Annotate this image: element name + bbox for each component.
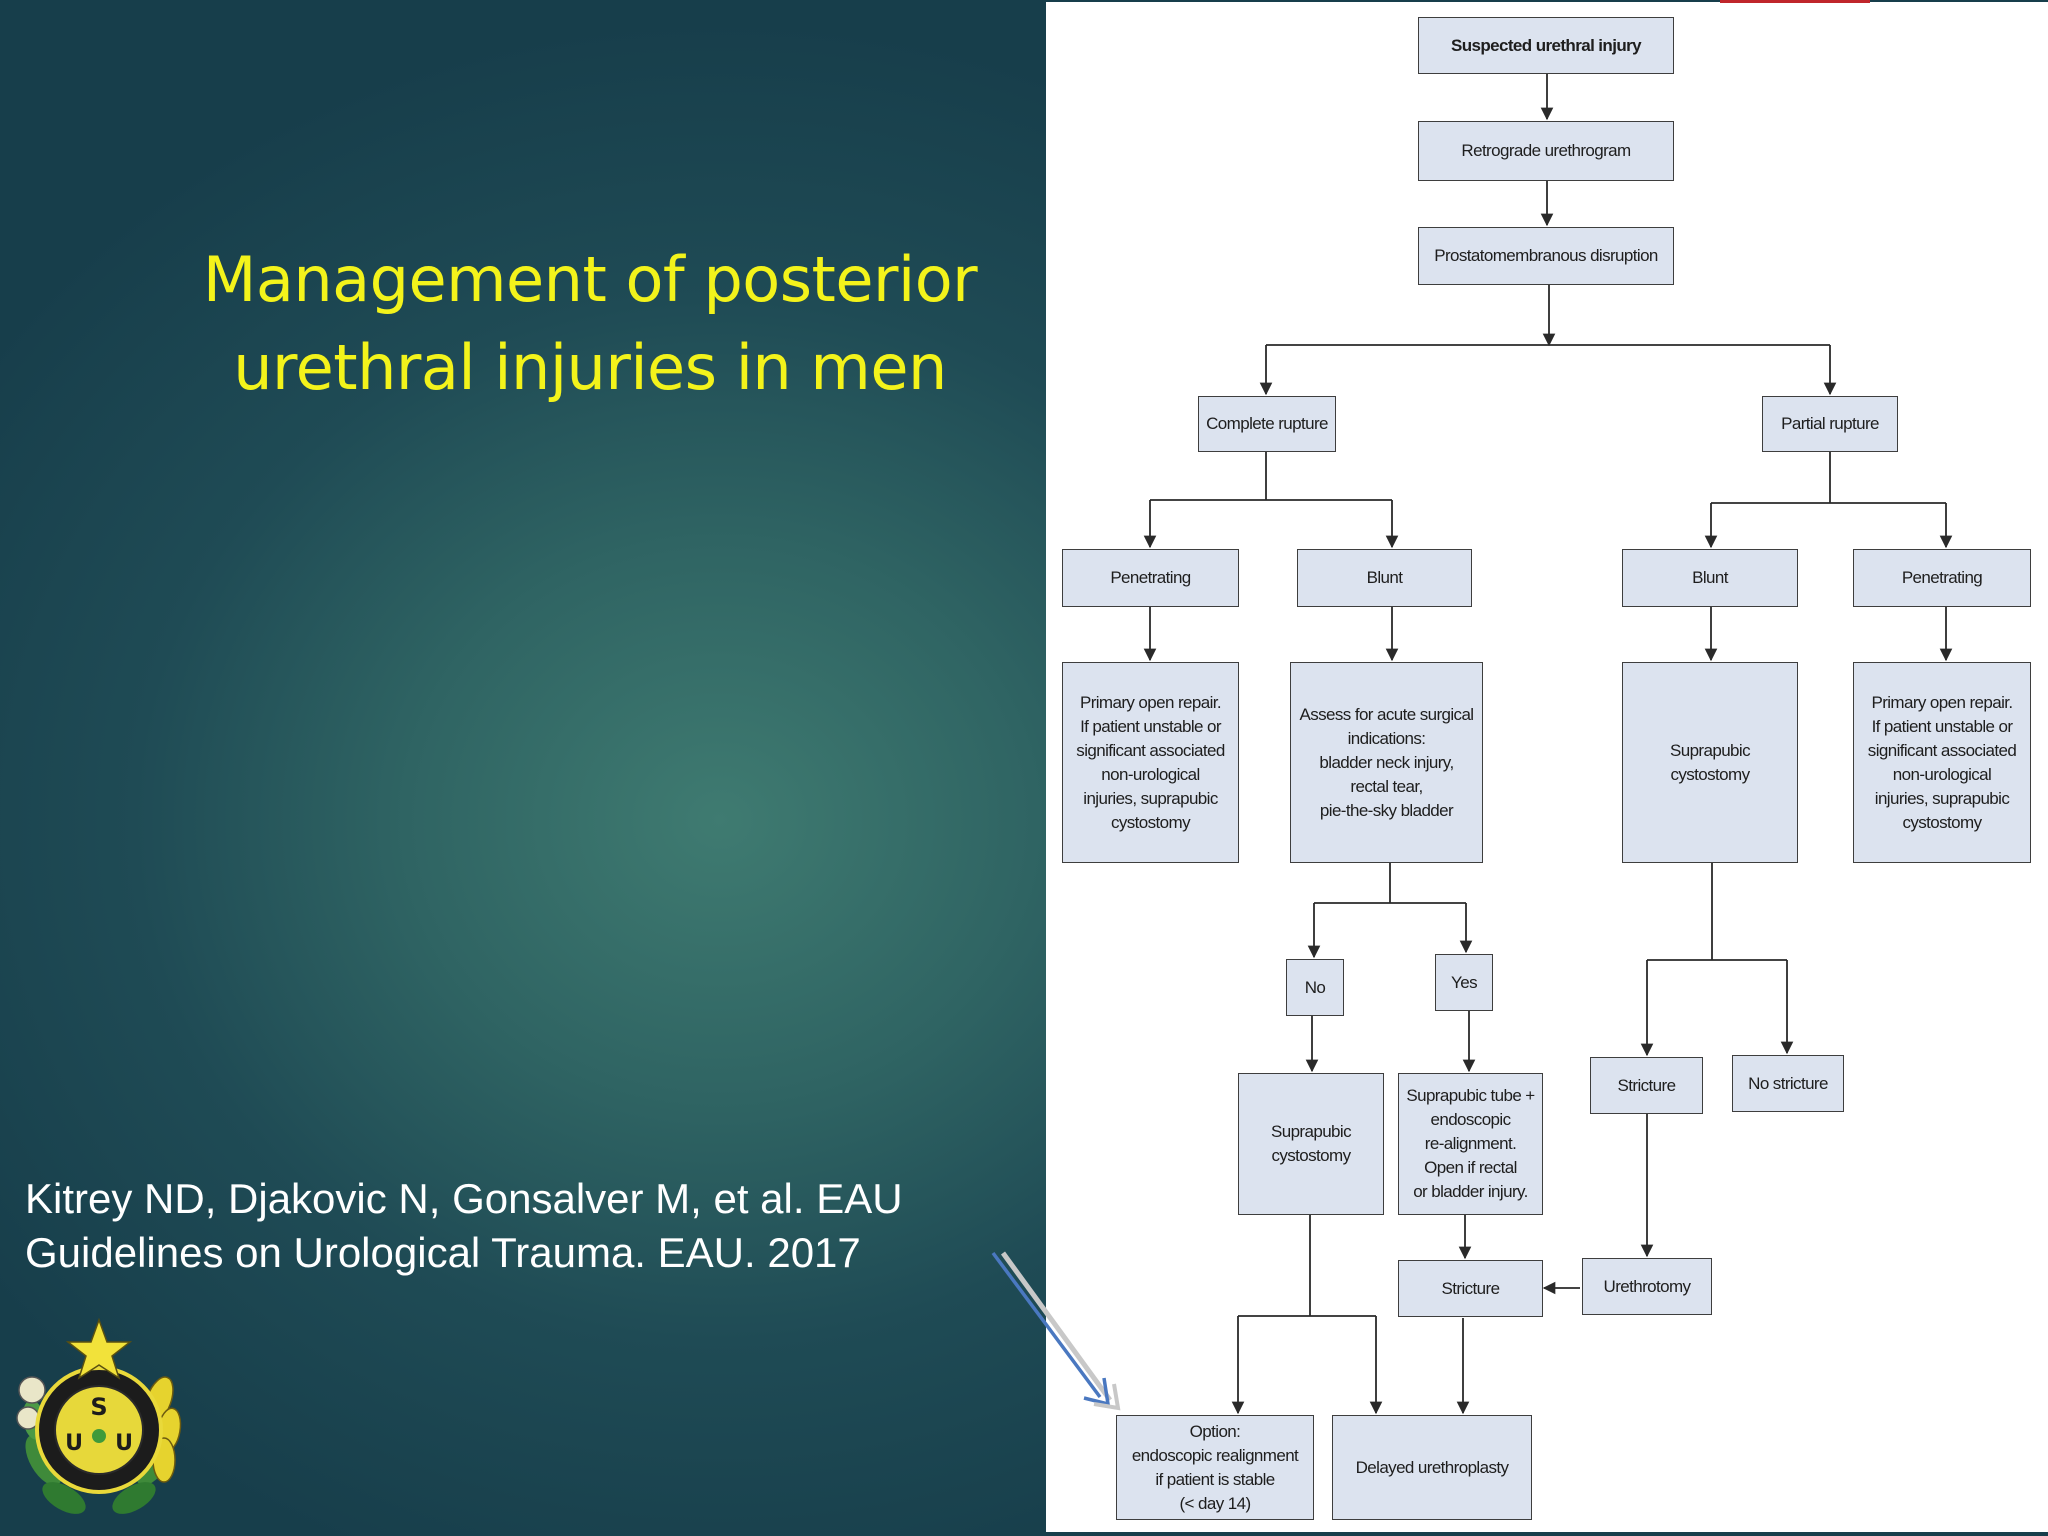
box-assess-acute-surgical-indications: Assess for acute surgical indications: b… [1290,662,1483,863]
citation-line-1: Kitrey ND, Djakovic N, Gonsalver M, et a… [25,1175,903,1222]
box-complete-rupture: Complete rupture [1198,396,1336,452]
cotton-flowers [16,1376,46,1430]
box-suprapubic-cystostomy-right: Suprapubic cystostomy [1622,662,1798,863]
logo-letter-u-left: U [65,1431,83,1456]
box-stricture-middle: Stricture [1398,1260,1543,1317]
box-penetrating-left: Penetrating [1062,549,1239,607]
university-logo: S U U [16,1317,182,1514]
box-blunt-left: Blunt [1297,549,1472,607]
box-urethrotomy: Urethrotomy [1582,1258,1712,1315]
box-primary-open-repair-left: Primary open repair. If patient unstable… [1062,662,1239,863]
box-stricture-right: Stricture [1590,1057,1703,1114]
box-primary-open-repair-right: Primary open repair. If patient unstable… [1853,662,2031,863]
slide-title-line-1: Management of posterior [202,243,978,316]
box-retrograde-urethrogram: Retrograde urethrogram [1418,121,1674,181]
logo-letter-u-right: U [115,1431,133,1456]
slide-title-line-2: urethral injuries in men [233,331,947,404]
logo-center-emblem [92,1429,106,1443]
panel-top-accent [1720,0,1870,3]
box-penetrating-right: Penetrating [1853,549,2031,607]
box-no: No [1286,959,1344,1016]
box-suprapubic-tube-realignment: Suprapubic tube + endoscopic re-alignmen… [1398,1073,1543,1215]
box-suspected-urethral-injury: Suspected urethral injury [1418,17,1674,74]
star-icon [65,1317,133,1380]
box-blunt-right: Blunt [1622,549,1798,607]
slide-title: Management of posterior urethral injurie… [160,236,1020,412]
box-partial-rupture: Partial rupture [1762,396,1898,452]
box-no-stricture: No stricture [1732,1055,1844,1112]
box-yes: Yes [1435,954,1493,1011]
logo-letter-s: S [90,1393,107,1421]
citation-pointer-arrow [991,1251,1121,1411]
citation: Kitrey ND, Djakovic N, Gonsalver M, et a… [25,1172,903,1280]
box-option-endoscopic-realignment: Option: endoscopic realignment if patien… [1116,1415,1314,1520]
box-prostatomembranous-disruption: Prostatomembranous disruption [1418,227,1674,285]
box-suprapubic-cystostomy-middle: Suprapubic cystostomy [1238,1073,1384,1215]
citation-line-2: Guidelines on Urological Trauma. EAU. 20… [25,1229,861,1276]
box-delayed-urethroplasty: Delayed urethroplasty [1332,1415,1532,1520]
